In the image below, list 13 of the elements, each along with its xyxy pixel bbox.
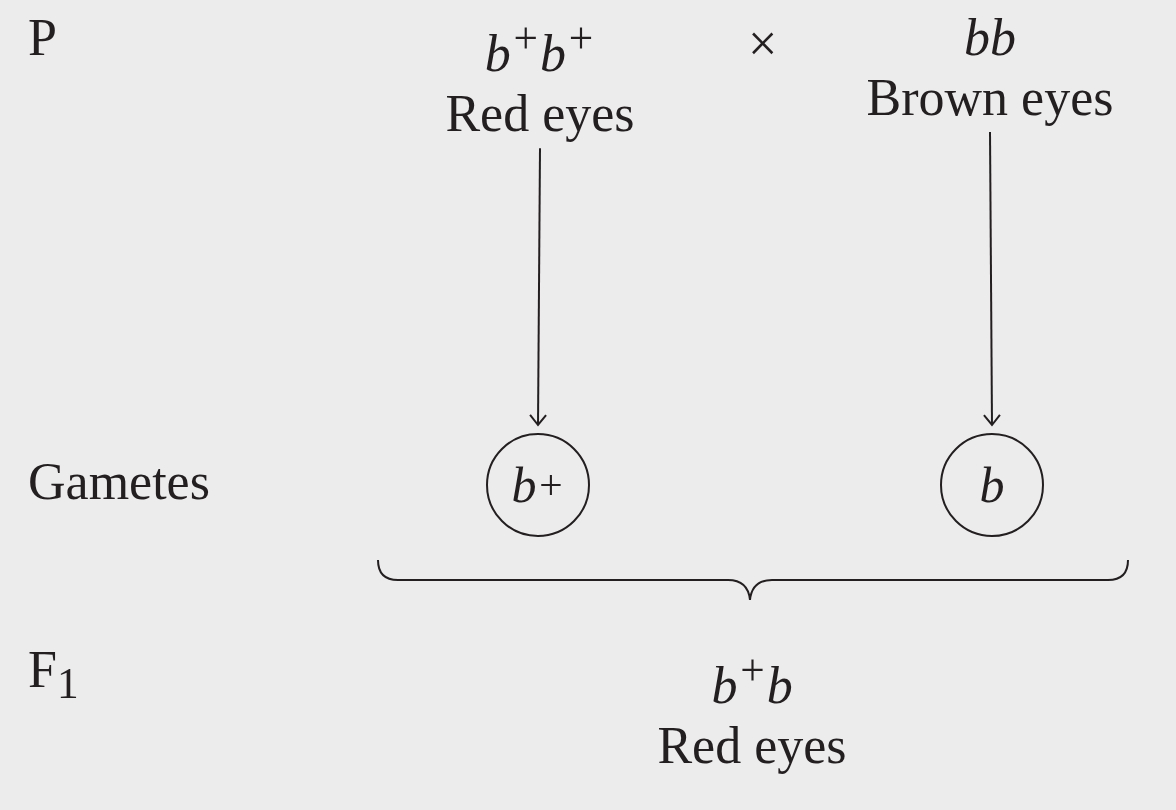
genotype-text: b$^{+}$b$^{+}$ [484,13,596,85]
cross-symbol: × [748,14,778,74]
phenotype-text: Red eyes [445,84,635,145]
gamete-circle: b [940,433,1044,537]
phenotype-text: Red eyes [657,716,847,777]
genotype-text: b$^{+}$b [711,645,793,717]
genotype-text: bb [964,8,1016,68]
arrow [529,147,548,426]
generation-label: Gametes [28,452,210,512]
phenotype-text: Brown eyes [866,68,1114,128]
arrow [982,131,1001,426]
generation-label: F$_{1}$ [28,640,79,710]
generation-label: P [28,8,57,68]
